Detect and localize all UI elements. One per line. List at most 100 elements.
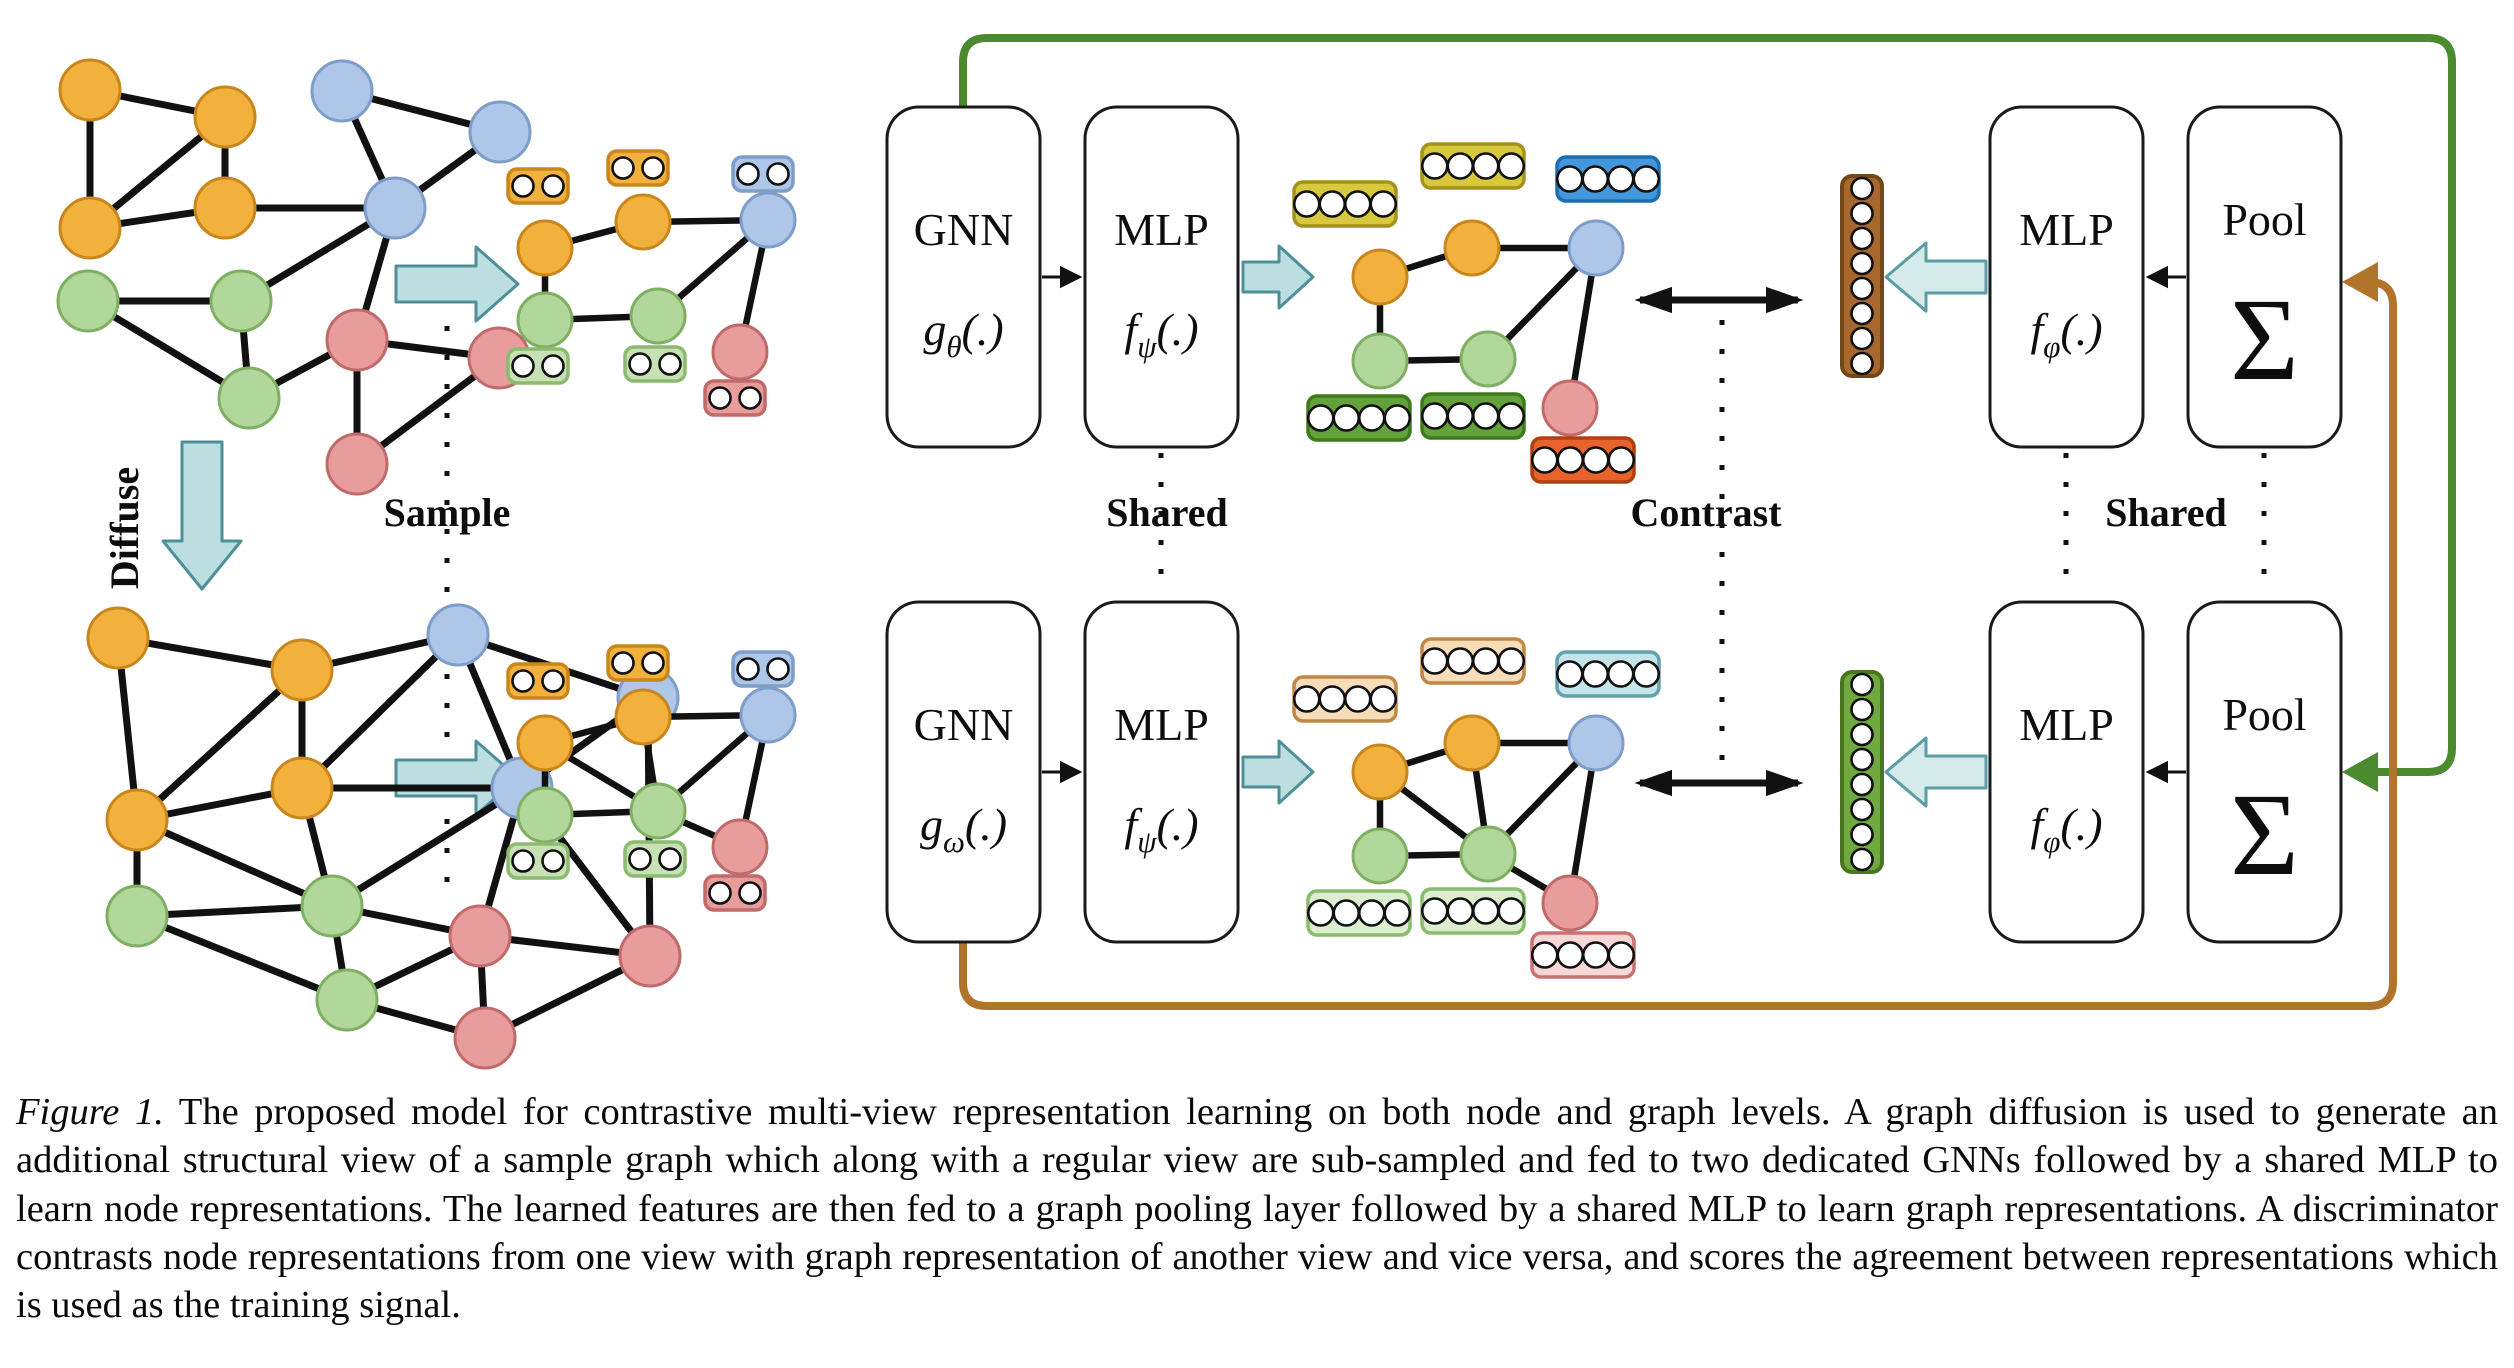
label-diffuse: Diffuse bbox=[102, 467, 147, 589]
graph-node-green bbox=[629, 782, 687, 840]
graph-node-green bbox=[300, 874, 364, 938]
graph-node-orange bbox=[86, 606, 150, 670]
graph-node-blue bbox=[739, 686, 797, 744]
graph-edge bbox=[298, 631, 462, 792]
graph-node-green bbox=[105, 884, 169, 948]
node-feature-box bbox=[506, 347, 570, 385]
graph-node-blue bbox=[310, 59, 374, 123]
node-feature-box bbox=[1530, 436, 1636, 484]
graph-representation-vector-bottom bbox=[1840, 670, 1884, 874]
graph-node-green bbox=[56, 269, 120, 333]
graph-node-green bbox=[217, 366, 281, 430]
node-to-graph-feedback-path-green bbox=[959, 34, 2456, 776]
node-feature-box bbox=[606, 644, 670, 682]
graph-representation-vector-top bbox=[1840, 174, 1884, 378]
graph-node-orange bbox=[516, 714, 574, 772]
graph-edge bbox=[133, 666, 306, 824]
flow-arrows bbox=[161, 241, 2186, 817]
graph-node-orange bbox=[614, 688, 672, 746]
gnn-top-function: gθ(.) bbox=[923, 304, 1003, 364]
graph-node-red bbox=[325, 432, 389, 496]
graph-node-green bbox=[1459, 330, 1517, 388]
node-feature-box bbox=[1420, 637, 1526, 685]
node-to-graph-feedback-path-brown bbox=[959, 278, 2397, 1010]
gnn-bottom: GNN gω(.) bbox=[885, 600, 1042, 944]
graph-node-red bbox=[325, 308, 389, 372]
node-feature-box bbox=[703, 874, 767, 912]
node-feature-box bbox=[1292, 675, 1398, 723]
node-feature-box bbox=[1555, 650, 1661, 698]
node-feature-box bbox=[1306, 889, 1412, 937]
feature-vectors bbox=[506, 142, 1661, 979]
node-feature-box bbox=[623, 345, 687, 383]
node-feature-box bbox=[1555, 155, 1661, 203]
node-feature-box bbox=[623, 840, 687, 878]
graph-node-green bbox=[1459, 825, 1517, 883]
graph-node-red bbox=[618, 924, 682, 988]
graph-node-orange bbox=[1443, 219, 1501, 277]
graph-node-green bbox=[1351, 827, 1409, 885]
graph-node-red bbox=[453, 1006, 517, 1070]
label-shared-graph-mlp: Shared bbox=[2105, 490, 2227, 535]
graph-node-blue bbox=[426, 603, 490, 667]
node-feature-box bbox=[1420, 887, 1526, 935]
graph-edge bbox=[133, 912, 351, 1004]
pooled-vectors bbox=[1840, 174, 1884, 874]
graph-node-orange bbox=[193, 85, 257, 149]
graph-node-blue bbox=[468, 100, 532, 164]
graph-mlp-arrow-top bbox=[1884, 241, 1988, 313]
sample-arrow-top bbox=[394, 245, 520, 323]
feedback-loops bbox=[959, 34, 2456, 1010]
node-feature-box bbox=[506, 662, 570, 700]
graph-diffused bbox=[86, 603, 682, 1070]
graph-edge bbox=[133, 816, 336, 910]
gnn-top-title: GNN bbox=[914, 204, 1014, 255]
graph-node-orange bbox=[516, 219, 574, 277]
graph-original bbox=[56, 58, 532, 496]
gnn-bottom-function: gω(.) bbox=[920, 799, 1007, 859]
graph-node-red bbox=[1541, 379, 1599, 437]
mlp-graph-top-title: MLP bbox=[2019, 204, 2114, 255]
node-feature-box bbox=[1420, 142, 1526, 190]
mlp-out-arrow-top bbox=[1241, 244, 1315, 310]
graph-mlp-arrow-bottom bbox=[1884, 736, 1988, 808]
graph-node-orange bbox=[614, 193, 672, 251]
module-boxes: GNNgθ(.)MLPfψ(.)GNNgω(.)MLPfψ(.)MLPfφ(.)… bbox=[885, 105, 2343, 944]
graph-node-orange bbox=[58, 196, 122, 260]
graph-node-orange bbox=[193, 176, 257, 240]
node-feature-box bbox=[1292, 180, 1398, 228]
graph-node-green bbox=[629, 287, 687, 345]
mlp-node-top-function: fψ(.) bbox=[1124, 304, 1198, 364]
node-feature-box bbox=[506, 167, 570, 205]
graph-node-red bbox=[711, 818, 769, 876]
graph-node-green bbox=[209, 269, 273, 333]
graph-node-red bbox=[711, 323, 769, 381]
graph-node-blue bbox=[739, 191, 797, 249]
graph-node-blue bbox=[363, 176, 427, 240]
graph-node-orange bbox=[58, 58, 122, 122]
graphs bbox=[56, 58, 1625, 1070]
graph-node-orange bbox=[1351, 743, 1409, 801]
mlp-node-bottom-title: MLP bbox=[1114, 699, 1209, 750]
pool-bottom-title: Pool bbox=[2222, 689, 2306, 740]
figure-caption-text: The proposed model for contrastive multi… bbox=[16, 1091, 2498, 1327]
node-feature-box bbox=[731, 155, 795, 193]
gnn-bottom-title: GNN bbox=[914, 699, 1014, 750]
graph-encoded-bottom bbox=[1351, 714, 1625, 932]
figure-caption-label: Figure 1. bbox=[16, 1091, 164, 1133]
graph-node-orange bbox=[1351, 248, 1409, 306]
node-feature-box bbox=[1530, 931, 1636, 979]
graph-node-orange bbox=[270, 638, 334, 702]
graph-encoded-top bbox=[1351, 219, 1625, 437]
node-feature-box bbox=[1420, 392, 1526, 440]
pool-top-title: Pool bbox=[2222, 194, 2306, 245]
green-feedback-arrowhead bbox=[2342, 752, 2378, 792]
figure-diagram: GNNgθ(.)MLPfψ(.)GNNgω(.)MLPfψ(.)MLPfφ(.)… bbox=[56, 34, 2456, 1070]
